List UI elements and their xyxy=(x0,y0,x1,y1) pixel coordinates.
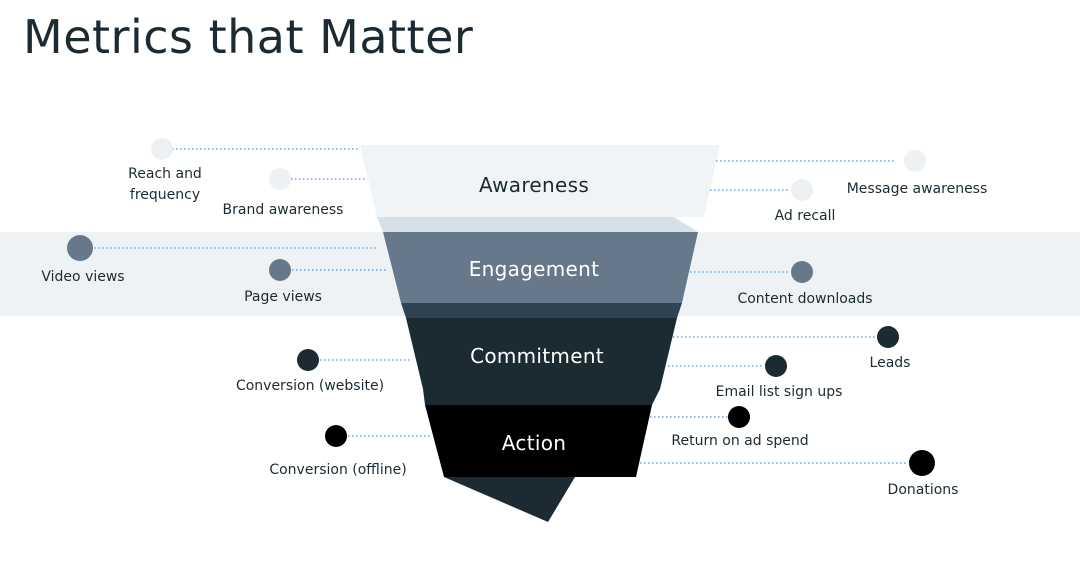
stage-label-engagement: Engagement xyxy=(468,257,600,281)
metric-dot-ad-recall xyxy=(791,179,813,201)
funnel-connector-awareness xyxy=(377,217,698,232)
metric-label-donations: Donations xyxy=(887,482,959,498)
metric-label-reach-and-frequency: Reach and frequency xyxy=(128,166,202,203)
metric-label-content-downloads: Content downloads xyxy=(737,291,873,307)
funnel-stage-engagement xyxy=(383,232,698,303)
stage-label-commitment: Commitment xyxy=(470,344,604,368)
funnel-tail xyxy=(444,477,575,522)
metric-label-page-views: Page views xyxy=(244,289,322,305)
stage-label-action: Action xyxy=(501,431,567,455)
metric-dot-brand-awareness xyxy=(269,168,291,190)
metric-label-leads: Leads xyxy=(869,355,911,371)
metric-dot-conversion-website xyxy=(297,349,319,371)
metric-dot-message-awareness xyxy=(904,150,926,172)
metric-dot-conversion-offline xyxy=(325,425,347,447)
metric-label-email-list-sign-ups: Email list sign ups xyxy=(715,384,843,400)
funnel-stage-awareness xyxy=(360,145,720,217)
funnel-stage-commitment xyxy=(406,318,677,389)
metric-label-video-views: Video views xyxy=(41,269,125,285)
funnel-connector-commitment xyxy=(423,389,660,405)
metric-label-conversion-offline: Conversion (offline) xyxy=(269,462,407,478)
page-title: Metrics that Matter xyxy=(23,10,474,64)
metric-dot-leads xyxy=(877,326,899,348)
metric-label-message-awareness: Message awareness xyxy=(846,181,988,197)
metric-dot-donations xyxy=(909,450,935,476)
metric-label-conversion-website: Conversion (website) xyxy=(235,378,385,394)
funnel-connector-engagement xyxy=(401,303,682,318)
metric-label-brand-awareness: Brand awareness xyxy=(222,202,344,218)
metric-label-ad-recall: Ad recall xyxy=(774,208,836,224)
funnel-stage-action xyxy=(425,405,652,477)
metric-dot-return-on-ad-spend xyxy=(728,406,750,428)
metric-dot-video-views xyxy=(67,235,93,261)
metric-dot-email-list-sign-ups xyxy=(765,355,787,377)
metric-label-return-on-ad-spend: Return on ad spend xyxy=(671,433,809,449)
metric-dot-content-downloads xyxy=(791,261,813,283)
metric-dot-page-views xyxy=(269,259,291,281)
metric-dot-reach-and-frequency xyxy=(151,138,173,160)
stage-label-awareness: Awareness xyxy=(478,173,590,197)
